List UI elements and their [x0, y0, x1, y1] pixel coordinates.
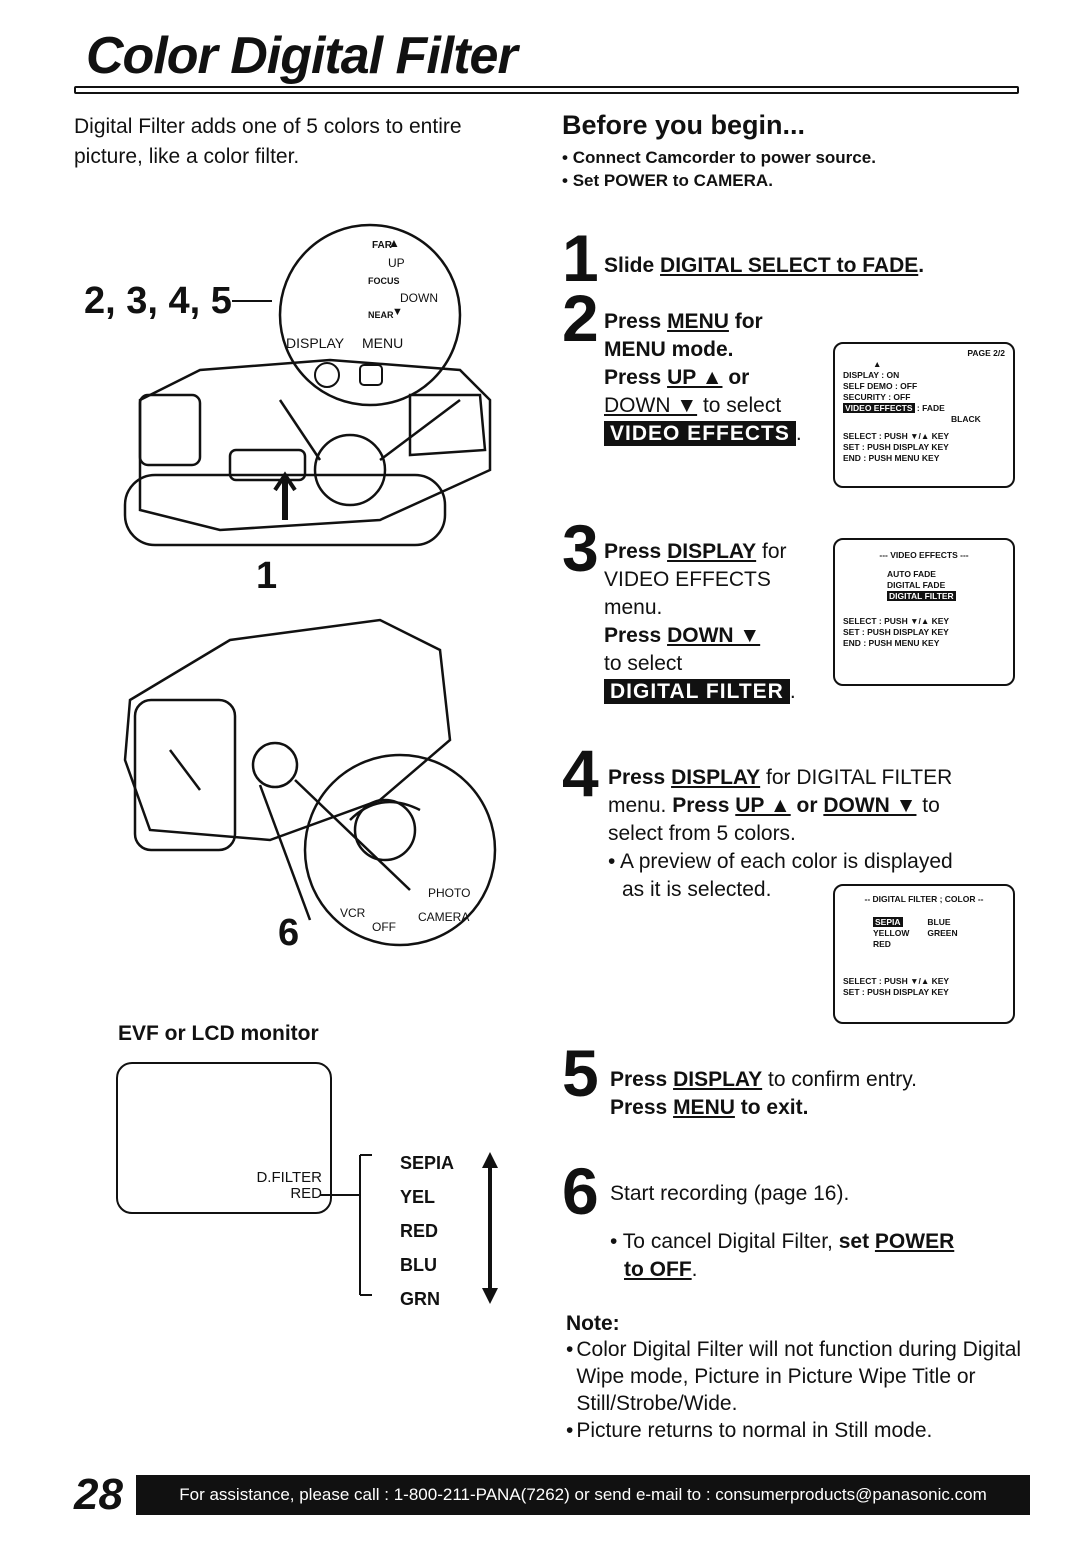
filter-option: GRN — [400, 1289, 440, 1309]
label-menu: MENU — [362, 335, 404, 351]
monitor-screen: D.FILTER RED — [116, 1062, 332, 1214]
label-down: DOWN — [400, 291, 438, 305]
filter-option: RED — [400, 1221, 439, 1241]
label-vcr: VCR — [340, 906, 366, 920]
osd-item-selected: DIGITAL FILTER — [887, 591, 956, 601]
osd-video-effects: --- VIDEO EFFECTS --- AUTO FADE DIGITAL … — [833, 538, 1015, 686]
osd-row: SELF DEMO : OFF — [843, 381, 918, 391]
osd-key: SELECT : PUSH ▼/▲ KEY — [843, 431, 950, 441]
label-off: OFF — [372, 920, 396, 934]
title-rule — [74, 86, 1019, 94]
camcorder-illustration — [123, 223, 497, 947]
before-item: • Set POWER to CAMERA. — [562, 171, 773, 190]
step-4-text: Press DISPLAY for DIGITAL FILTER menu. P… — [608, 766, 953, 901]
callout-steps: 2, 3, 4, 5 — [84, 280, 232, 322]
osd-key: SET : PUSH DISPLAY KEY — [843, 987, 949, 997]
page-number: 28 — [74, 1470, 123, 1519]
highlight-digital-filter: DIGITAL FILTER — [604, 679, 790, 704]
zoom-circle-switch — [303, 753, 497, 947]
filter-option: BLU — [400, 1255, 437, 1275]
note-list: •Color Digital Filter will not function … — [566, 1336, 1036, 1444]
osd-color-selected: SEPIA — [873, 917, 903, 927]
osd-item: AUTO FADE — [887, 569, 936, 579]
note-item: •Color Digital Filter will not function … — [566, 1338, 1022, 1415]
label-focus: FOCUS — [368, 276, 400, 286]
before-item: • Connect Camcorder to power source. — [562, 148, 876, 167]
label-up: UP — [388, 256, 405, 270]
step-number: 2 — [562, 281, 599, 355]
note-heading: Note: — [566, 1312, 620, 1335]
step-number: 1 — [562, 221, 599, 295]
filter-option: SEPIA — [400, 1153, 455, 1173]
monitor-connector-lines — [320, 1152, 498, 1304]
label-photo: PHOTO — [428, 886, 471, 900]
osd-key: SET : PUSH DISPLAY KEY — [843, 442, 949, 452]
callout-step-1: 1 — [256, 555, 278, 597]
osd-row: DISPLAY : ON — [843, 370, 900, 380]
step-2-text: Press MENU for MENU mode. Press UP ▲ or … — [604, 310, 802, 446]
step-number: 3 — [562, 511, 599, 585]
page-title: Color Digital Filter — [86, 27, 518, 85]
zoom-circle-controls — [278, 223, 462, 407]
down-arrow-icon: ▼ — [392, 306, 403, 318]
label-near: NEAR — [368, 310, 394, 320]
step-number: 5 — [562, 1036, 599, 1110]
step-6-text: Start recording (page 16). • To cancel D… — [610, 1182, 955, 1281]
callout-step-6: 6 — [278, 912, 300, 954]
osd-key: SELECT : PUSH ▼/▲ KEY — [843, 616, 950, 626]
osd-key: SELECT : PUSH ▼/▲ KEY — [843, 976, 950, 986]
osd-row: SECURITY : OFF — [843, 392, 911, 402]
intro-text: Digital Filter adds one of 5 colors to e… — [74, 115, 462, 168]
callout-leader — [232, 300, 272, 302]
up-arrow-icon: ▲ — [388, 236, 400, 250]
monitor-heading: EVF or LCD monitor — [118, 1022, 319, 1045]
filter-options: SEPIA YEL RED BLU GRN — [400, 1146, 454, 1316]
note-item: •Picture returns to normal in Still mode… — [566, 1419, 933, 1442]
step-5-text: Press DISPLAY to confirm entry. Press ME… — [610, 1068, 917, 1119]
step-3-text: Press DISPLAY for VIDEO EFFECTS menu. Pr… — [604, 540, 796, 704]
osd-key: SET : PUSH DISPLAY KEY — [843, 627, 949, 637]
before-list: • Connect Camcorder to power source. • S… — [562, 146, 876, 192]
assistance-banner: For assistance, please call : 1-800-211-… — [136, 1475, 1030, 1515]
step-number: 6 — [562, 1154, 599, 1228]
before-heading: Before you begin... — [562, 110, 806, 140]
osd-item: DIGITAL FADE — [887, 580, 946, 590]
osd-row: VIDEO EFFECTS : FADE — [843, 403, 945, 413]
osd-key: END : PUSH MENU KEY — [843, 638, 940, 648]
label-far: FAR — [372, 240, 392, 251]
label-display: DISPLAY — [286, 335, 345, 351]
highlight-video-effects: VIDEO EFFECTS — [604, 421, 796, 446]
osd-key: END : PUSH MENU KEY — [843, 453, 940, 463]
filter-option: YEL — [400, 1187, 436, 1207]
label-camera: CAMERA — [418, 910, 470, 924]
step-1-text: Slide DIGITAL SELECT to FADE. — [604, 254, 925, 277]
step-number: 4 — [562, 736, 599, 810]
osd-menu-page2: PAGE 2/2 ▲ DISPLAY : ON SELF DEMO : OFF … — [833, 342, 1015, 488]
monitor-readout: D.FILTER RED — [256, 1169, 322, 1202]
